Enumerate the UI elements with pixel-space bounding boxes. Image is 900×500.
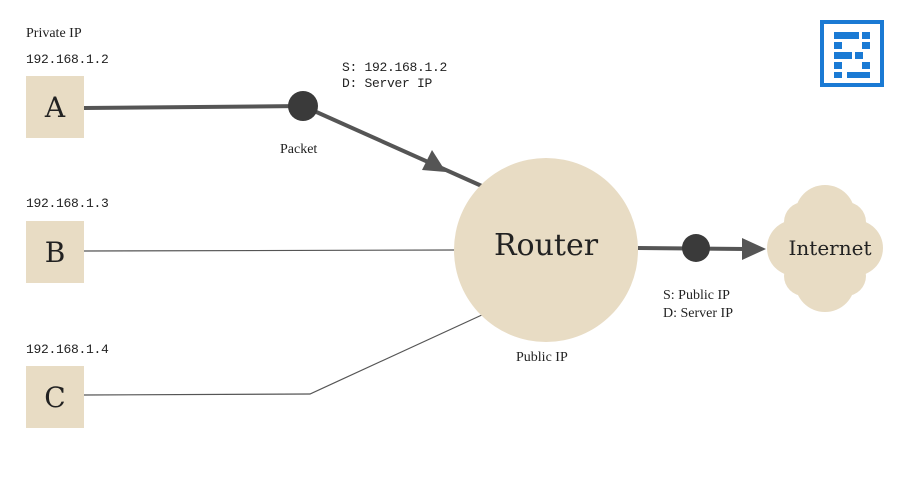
host-a-ip: 192.168.1.2 [26,52,109,67]
link-c-router [83,313,485,396]
host-a: A [26,76,84,138]
link-b-router [83,249,457,252]
packet-in-dest: D: Server IP [342,76,433,91]
host-b-ip: 192.168.1.3 [26,196,109,211]
public-ip-label: Public IP [516,350,568,365]
internet-label: Internet [788,236,872,260]
packet-dot-out [682,234,710,262]
arrow-head-out [742,238,766,260]
logo-icon [820,20,884,87]
packet-out-dest: D: Server IP [663,306,733,321]
packet-out-source: S: Public IP [663,288,730,303]
arrow-head-in [422,150,446,172]
internet-cloud [767,185,883,312]
router-label: Router [493,228,599,263]
private-ip-label: Private IP [26,26,82,41]
host-c-ip: 192.168.1.4 [26,342,109,357]
host-b: B [26,221,84,283]
packet-dot-in [288,91,318,121]
router-node [454,158,638,342]
packet-label: Packet [280,142,318,157]
link-packet-router [302,104,485,189]
packet-in-source: S: 192.168.1.2 [342,60,448,75]
host-c: C [26,366,84,428]
link-a-packet [83,104,304,110]
